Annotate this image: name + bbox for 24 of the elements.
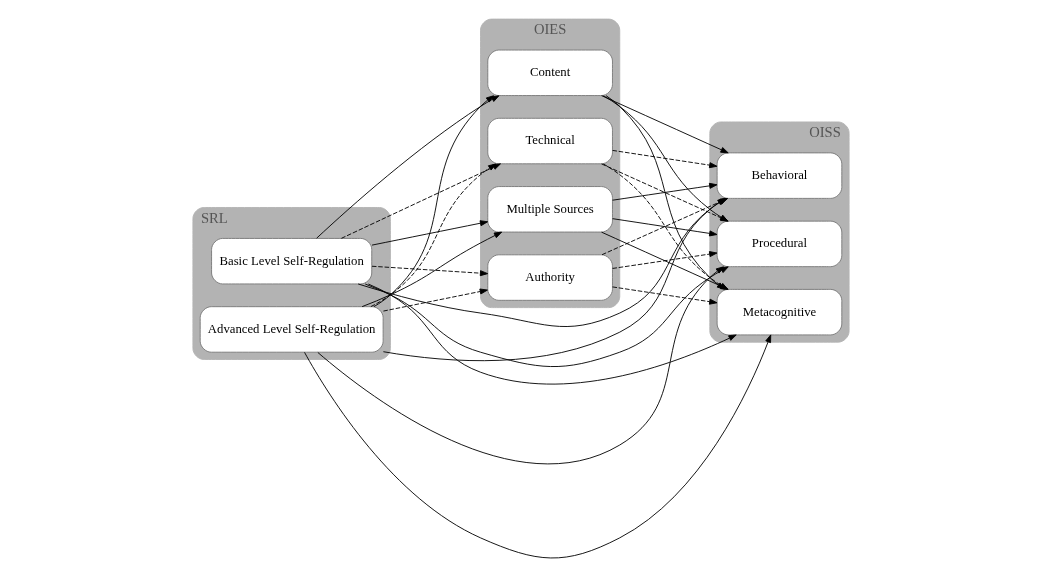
- arrow: [316, 95, 500, 239]
- node-box: Advanced Level Self-Regulation: [199, 306, 384, 353]
- node-box: Behavioral: [716, 152, 843, 199]
- arrow: [341, 163, 501, 239]
- arrow: [612, 251, 718, 269]
- arrow: [612, 286, 718, 305]
- arrow: [371, 265, 489, 277]
- arrow: [370, 163, 497, 308]
- node-box: Metacognitive: [716, 288, 843, 336]
- node-box: Procedural: [716, 220, 843, 268]
- arrow: [373, 95, 495, 308]
- arrow: [612, 149, 718, 169]
- node-box: Authority: [487, 254, 613, 301]
- arrow: [304, 334, 772, 559]
- arrow: [382, 288, 488, 312]
- node-box: Technical: [487, 117, 613, 165]
- arrow: [371, 220, 489, 246]
- node-box: Multiple Sources: [487, 186, 613, 233]
- node-box: Content: [487, 49, 613, 96]
- arrow: [612, 182, 718, 201]
- node-box: Basic Level Self-Regulation: [211, 237, 373, 285]
- arrow: [361, 231, 503, 308]
- arrow: [601, 95, 729, 154]
- arrow: [612, 218, 718, 237]
